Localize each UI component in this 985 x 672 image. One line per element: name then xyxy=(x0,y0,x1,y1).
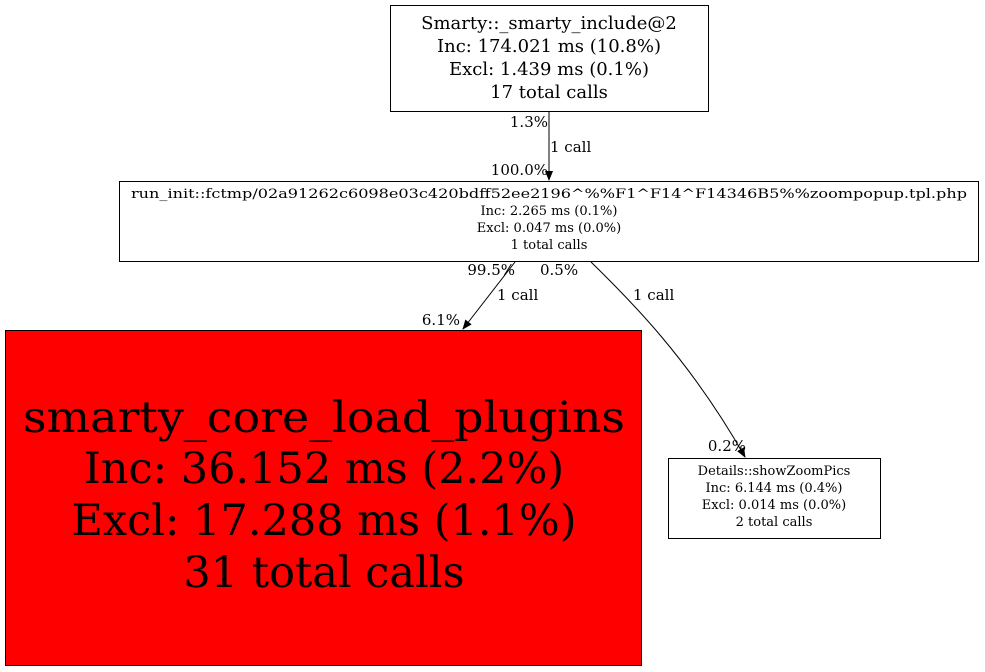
node-excl: Excl: 17.288 ms (1.1%) xyxy=(71,496,576,546)
edge-head-label: 0.2% xyxy=(708,437,746,455)
node-calls: 17 total calls xyxy=(490,82,608,103)
node-smarty-include[interactable]: Smarty::_smarty_include@2 Inc: 174.021 m… xyxy=(390,5,709,112)
node-inc: Inc: 6.144 ms (0.4%) xyxy=(706,481,843,496)
node-name: smarty_core_load_plugins xyxy=(23,393,625,443)
node-name: Details::showZoomPics xyxy=(698,464,851,479)
node-inc: Inc: 2.265 ms (0.1%) xyxy=(481,204,618,219)
node-details-show-zoom-pics[interactable]: Details::showZoomPics Inc: 6.144 ms (0.4… xyxy=(668,458,881,539)
edge-call-label: 1 call xyxy=(550,138,591,156)
node-name: run_init::fctmp/02a91262c6098e03c420bdff… xyxy=(131,187,967,202)
edge-tail-label: 99.5% xyxy=(467,261,515,279)
edge-call-label: 1 call xyxy=(633,286,674,304)
edge-tail-label: 0.5% xyxy=(540,261,578,279)
node-run-init[interactable]: run_init::fctmp/02a91262c6098e03c420bdff… xyxy=(119,181,979,262)
edge-run-init-to-show-zoom: 0.5% 1 call 0.2% xyxy=(540,261,746,458)
node-excl: Excl: 1.439 ms (0.1%) xyxy=(449,59,649,80)
edge-run-init-to-load-plugins: 99.5% 1 call 6.1% xyxy=(422,261,538,330)
node-excl: Excl: 0.014 ms (0.0%) xyxy=(702,498,846,513)
edge-head-label: 100.0% xyxy=(491,161,548,179)
edge-include-to-run-init: 1.3% 1 call 100.0% xyxy=(491,111,591,181)
node-calls: 31 total calls xyxy=(183,548,464,598)
node-smarty-core-load-plugins[interactable]: smarty_core_load_plugins Inc: 36.152 ms … xyxy=(5,330,642,666)
node-inc: Inc: 174.021 ms (10.8%) xyxy=(437,36,661,57)
node-excl: Excl: 0.047 ms (0.0%) xyxy=(477,221,621,236)
node-name: Smarty::_smarty_include@2 xyxy=(421,13,677,34)
edge-call-label: 1 call xyxy=(497,286,538,304)
edge-head-label: 6.1% xyxy=(422,311,460,329)
node-calls: 1 total calls xyxy=(511,238,588,253)
edge-tail-label: 1.3% xyxy=(510,113,548,131)
node-inc: Inc: 36.152 ms (2.2%) xyxy=(84,444,564,494)
node-calls: 2 total calls xyxy=(736,515,813,530)
